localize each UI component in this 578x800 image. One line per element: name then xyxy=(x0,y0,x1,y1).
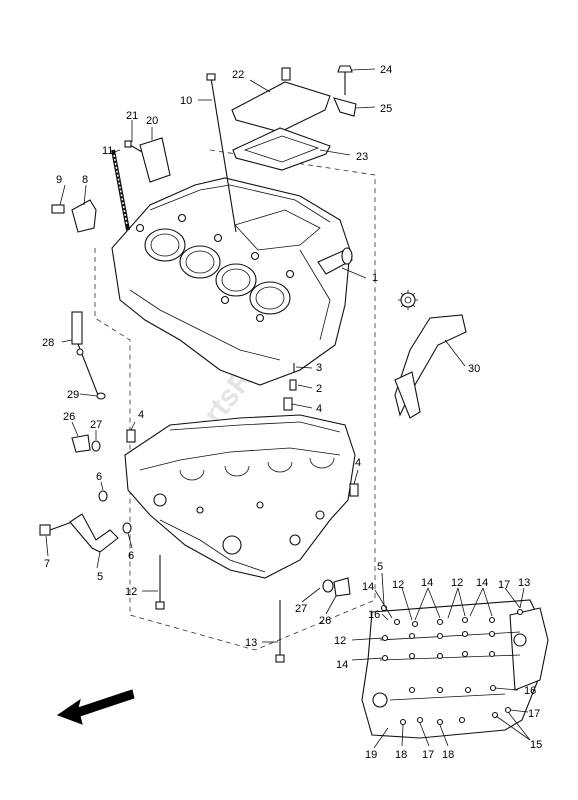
callout-16-a: 16 xyxy=(368,609,380,621)
callout-27-a: 27 xyxy=(90,419,102,431)
callout-16-b: 16 xyxy=(524,685,536,697)
callout-24: 24 xyxy=(380,64,392,76)
leader-lines xyxy=(45,68,531,749)
callout-26-a: 26 xyxy=(63,411,75,423)
callout-12-d: 12 xyxy=(334,635,346,647)
callout-2: 2 xyxy=(316,383,322,395)
callout-17-c: 17 xyxy=(422,749,434,761)
part-6-washer-a xyxy=(98,490,108,502)
callout-27-b: 27 xyxy=(295,603,307,615)
callout-28: 28 xyxy=(42,337,54,349)
part-27-washer-right xyxy=(322,579,334,593)
callout-4-a: 4 xyxy=(316,403,322,415)
callout-13-a: 13 xyxy=(245,637,257,649)
part-10-stud-bolt xyxy=(206,73,237,233)
callout-12-b: 12 xyxy=(392,579,404,591)
callout-17-a: 17 xyxy=(498,579,510,591)
part-5-oil-pipe xyxy=(69,513,119,553)
part-24-bolt xyxy=(337,65,353,95)
callout-3: 3 xyxy=(316,362,322,374)
part-7-bolt xyxy=(39,521,73,536)
callout-14-b: 14 xyxy=(421,577,433,589)
callout-9: 9 xyxy=(56,174,62,186)
callout-5-a: 5 xyxy=(97,571,103,583)
part-27-washer-left xyxy=(91,440,101,452)
callout-20: 20 xyxy=(146,115,158,127)
part-9-bolt xyxy=(51,204,65,214)
callout-29: 29 xyxy=(67,389,79,401)
callout-23: 23 xyxy=(356,151,368,163)
callout-25: 25 xyxy=(380,103,392,115)
callout-labels: 1 2 3 4 4 4 5 5 6 6 7 8 9 10 11 12 13 21… xyxy=(42,64,542,761)
callout-19: 19 xyxy=(365,749,377,761)
part-30-bracket xyxy=(394,314,467,419)
part-2-dowel xyxy=(289,379,297,391)
assembly-boundary xyxy=(94,149,376,651)
lower-crankcase xyxy=(124,414,356,579)
part-29-o-ring xyxy=(96,392,106,400)
part-4-dowel-b xyxy=(126,429,136,443)
part-22-breather-cover xyxy=(231,67,331,133)
part-13-bolt xyxy=(275,600,285,663)
part-21-bolt xyxy=(124,140,143,153)
callout-6-a: 6 xyxy=(96,471,102,483)
callout-21: 21 xyxy=(126,110,138,122)
callout-7: 7 xyxy=(44,558,50,570)
callout-4-b: 4 xyxy=(138,409,144,421)
gear-icon xyxy=(398,290,418,310)
part-26-plug-left xyxy=(71,434,91,453)
callout-14-d: 14 xyxy=(336,659,348,671)
callout-14-a: 14 xyxy=(362,581,374,593)
callout-30: 30 xyxy=(468,363,480,375)
part-12-bolt xyxy=(155,555,165,610)
callout-15: 15 xyxy=(530,739,542,751)
part-4-dowel-a xyxy=(283,397,293,411)
callout-11: 11 xyxy=(102,145,113,157)
part-11-stud-bolt xyxy=(111,149,130,231)
upper-crankcase xyxy=(111,177,353,386)
callout-5-b: 5 xyxy=(377,561,383,573)
callout-1: 1 xyxy=(372,272,378,284)
callout-8: 8 xyxy=(82,174,88,186)
callout-22: 22 xyxy=(232,69,244,81)
part-4-dowel-c xyxy=(349,483,359,497)
bolt-tightening-view xyxy=(361,599,549,739)
callout-18-b: 18 xyxy=(442,749,454,761)
callout-6-b: 6 xyxy=(128,550,134,562)
callout-10: 10 xyxy=(180,95,192,107)
callout-26-b: 26 xyxy=(319,615,331,627)
part-20-plate xyxy=(139,137,171,183)
callout-18-a: 18 xyxy=(395,749,407,761)
part-28-oil-level-sensor xyxy=(71,311,99,396)
callout-14-c: 14 xyxy=(476,577,488,589)
part-6-washer-b xyxy=(122,522,132,534)
part-23-gasket xyxy=(232,127,331,171)
callout-17-b: 17 xyxy=(528,708,540,720)
callout-13-b: 13 xyxy=(518,577,530,589)
part-25-clamp xyxy=(333,97,357,117)
part-26-plug-right xyxy=(333,577,351,597)
callout-4-c: 4 xyxy=(355,457,361,469)
part-8-cover xyxy=(71,199,97,233)
callout-12-a: 12 xyxy=(125,586,137,598)
callout-12-c: 12 xyxy=(451,577,463,589)
front-arrow-icon xyxy=(56,689,135,725)
